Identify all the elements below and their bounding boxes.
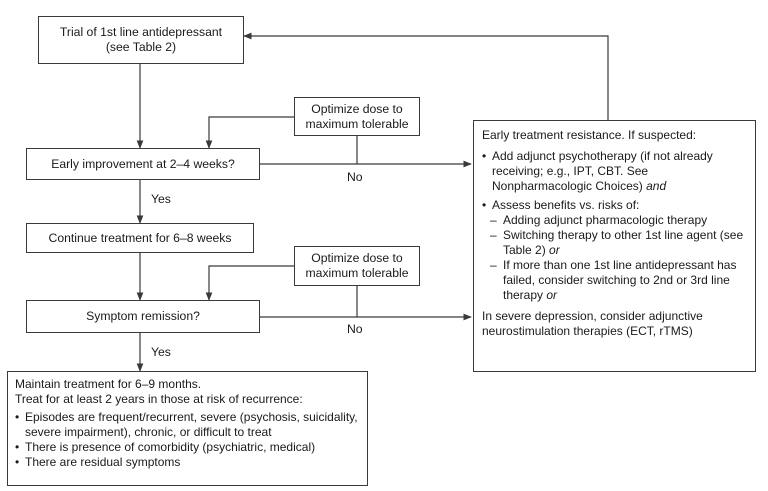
resistance-sub-2-text: Switching therapy to other 1st line agen… (503, 228, 744, 257)
resistance-sub-3: – If more than one 1st line antidepressa… (482, 258, 749, 303)
resistance-bullet-2: • Assess benefits vs. risks of: (482, 198, 749, 213)
maintain-bullet-3-text: There are residual symptoms (25, 455, 181, 469)
resistance-heading: Early treatment resistance. If suspected… (482, 128, 697, 142)
node-early-improvement: Early improvement at 2–4 weeks? (26, 148, 260, 180)
resistance-sub-3-text: If more than one 1st line antidepressant… (503, 258, 737, 302)
resistance-bullet-1-body: Add adjunct psychotherapy (if not alread… (492, 149, 749, 194)
edge-label-yes-early: Yes (151, 192, 171, 206)
maintain-line1: Maintain treatment for 6–9 months. (15, 377, 202, 391)
resistance-sub-2: – Switching therapy to other 1st line ag… (482, 228, 749, 258)
node-trial-line1: Trial of 1st line antidepressant (59, 25, 223, 39)
resistance-sub-2-body: Switching therapy to other 1st line agen… (503, 228, 749, 258)
node-symptom-remission-text: Symptom remission? (86, 309, 200, 323)
maintain-bullet-2-text: There is presence of comorbidity (psychi… (25, 440, 316, 454)
arrow-optimize1-to-early (205, 116, 294, 149)
resistance-sub-1: – Adding adjunct pharmacologic therapy (482, 213, 749, 228)
node-optimize-dose-1-line2: maximum tolerable (305, 117, 409, 131)
node-symptom-remission: Symptom remission? (26, 300, 260, 333)
node-early-improvement-text: Early improvement at 2–4 weeks? (51, 157, 235, 171)
resistance-bullet-1-italic: and (646, 179, 667, 193)
node-maintain-treatment: Maintain treatment for 6–9 months. Treat… (7, 371, 368, 486)
node-optimize-dose-2-line1: Optimize dose to (311, 251, 403, 265)
bullet-marker: • (15, 440, 20, 454)
maintain-bullet-1-text: Episodes are frequent/recurrent, severe … (25, 410, 358, 439)
maintain-bullet-2: • There is presence of comorbidity (psyc… (15, 440, 361, 455)
maintain-bullet-3: • There are residual symptoms (15, 455, 361, 470)
edge-label-no-early: No (347, 170, 363, 184)
node-trial: Trial of 1st line antidepressant (see Ta… (38, 16, 244, 64)
resistance-footer: In severe depression, consider adjunctiv… (482, 309, 703, 338)
dash-marker: – (490, 228, 497, 242)
dash-marker: – (490, 258, 497, 272)
edge-label-no-remission: No (347, 322, 363, 336)
dash-marker: – (490, 213, 497, 227)
bullet-marker: • (15, 410, 20, 424)
resistance-bullet-2-text: Assess benefits vs. risks of: (492, 198, 640, 212)
bullet-marker: • (482, 149, 487, 163)
node-optimize-dose-2: Optimize dose to maximum tolerable (294, 246, 420, 286)
maintain-line2: Treat for at least 2 years in those at r… (15, 392, 303, 406)
node-optimize-dose-1-line1: Optimize dose to (311, 102, 403, 116)
node-continue-treatment-text: Continue treatment for 6–8 weeks (48, 231, 232, 245)
maintain-bullet-1: • Episodes are frequent/recurrent, sever… (15, 410, 361, 440)
edge-label-yes-remission: Yes (151, 345, 171, 359)
resistance-sub-3-body: If more than one 1st line antidepressant… (503, 258, 749, 303)
node-early-treatment-resistance: Early treatment resistance. If suspected… (473, 120, 756, 372)
bullet-marker: • (482, 198, 487, 212)
resistance-sub-2-italic: or (549, 243, 560, 257)
node-trial-line2: (see Table 2) (105, 40, 177, 54)
resistance-sub-3-italic: or (546, 288, 558, 302)
arrow-optimize2-to-remission (205, 265, 294, 301)
resistance-bullet-1: • Add adjunct psychotherapy (if not alre… (482, 149, 749, 194)
node-continue-treatment: Continue treatment for 6–8 weeks (26, 223, 254, 253)
node-optimize-dose-2-line2: maximum tolerable (305, 266, 409, 280)
arrow-resistance-to-trial (243, 32, 609, 120)
resistance-bullet-1-text: Add adjunct psychotherapy (if not alread… (492, 149, 713, 193)
bullet-marker: • (15, 455, 20, 469)
resistance-sub-1-text: Adding adjunct pharmacologic therapy (503, 213, 708, 227)
node-optimize-dose-1: Optimize dose to maximum tolerable (294, 97, 420, 136)
